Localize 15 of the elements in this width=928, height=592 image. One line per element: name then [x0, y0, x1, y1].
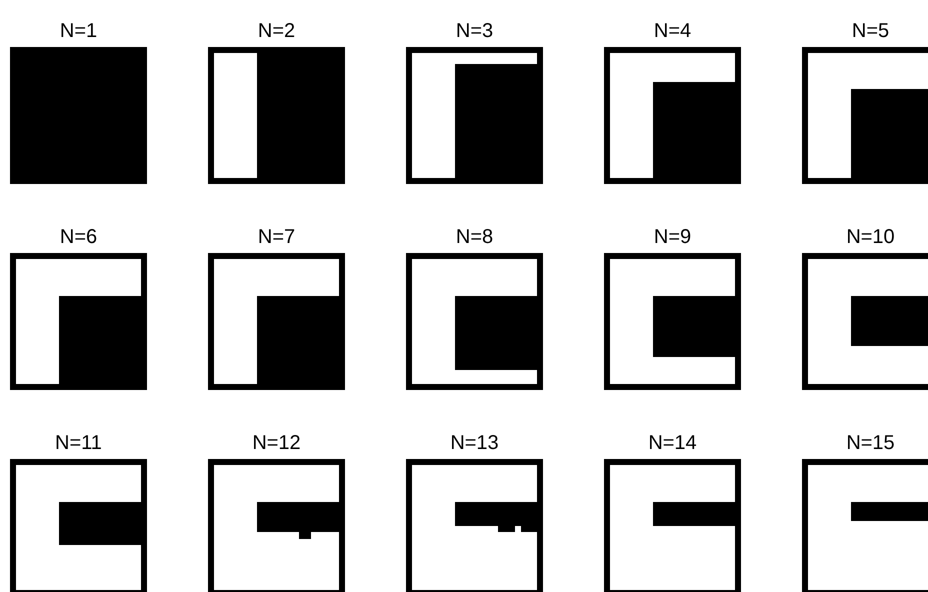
panel-label: N=14 [647, 432, 698, 454]
panel-label: N=15 [845, 432, 896, 454]
panel-label: N=10 [845, 226, 896, 248]
panel-label: N=8 [454, 226, 494, 248]
panel-label: N=3 [454, 20, 494, 42]
panel-label: N=6 [58, 226, 98, 248]
panel-label: N=5 [850, 20, 890, 42]
panel-label: N=7 [256, 226, 296, 248]
panel-label: N=9 [652, 226, 692, 248]
panel-label: N=12 [251, 432, 302, 454]
panel-label: N=13 [449, 432, 500, 454]
panel-label: N=2 [256, 20, 296, 42]
panel-label: N=4 [652, 20, 692, 42]
panel-label: N=11 [54, 432, 103, 454]
panel-label: N=1 [58, 20, 98, 42]
